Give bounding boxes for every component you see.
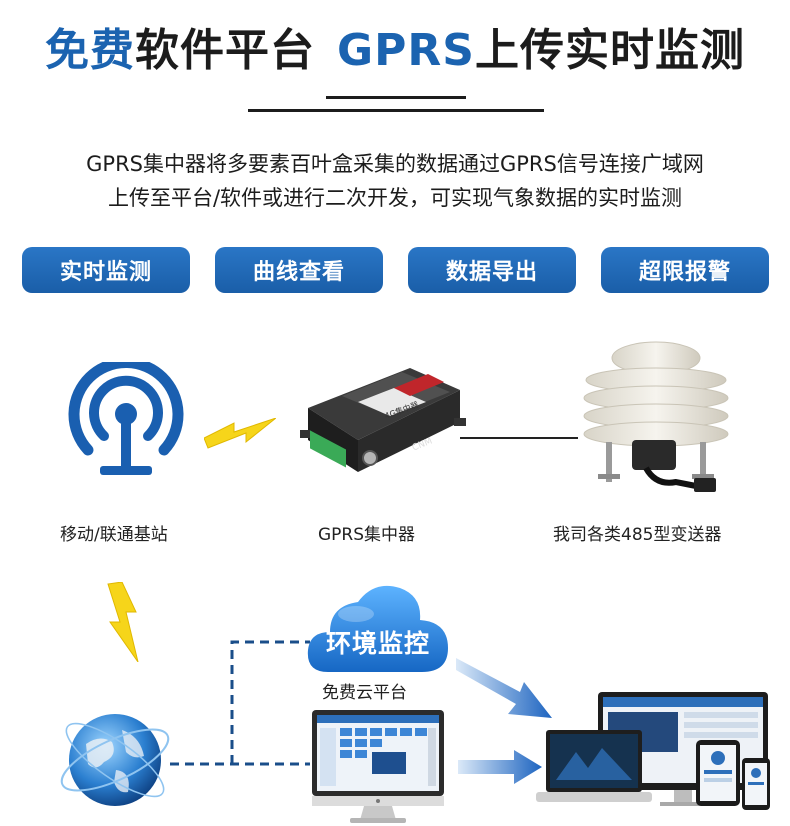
title-divider-long — [248, 109, 544, 112]
cloud-title: 环境监控 — [325, 629, 430, 658]
louver-sensor-box — [583, 341, 729, 492]
title-gprs: GPRS — [337, 25, 475, 76]
title-upload: 上传实时监测 — [474, 25, 745, 76]
title-free: 免费 — [45, 25, 136, 76]
title-platform: 软件平台 — [135, 25, 316, 76]
desktop-monitor — [312, 710, 444, 823]
description-line-2: 上传至平台/软件或进行二次开发，可实现气象数据的实时监测 — [107, 186, 683, 210]
arrow-to-devices-bottom — [458, 750, 542, 784]
feature-realtime-monitor[interactable]: 实时监测 — [22, 247, 190, 293]
sensor-cable — [460, 437, 578, 439]
arrow-to-devices-top — [456, 658, 552, 718]
cloud-subtitle: 免费云平台 — [322, 683, 407, 703]
lightning-icon — [204, 418, 276, 449]
sensor-label: 我司各类485型变送器 — [553, 525, 722, 545]
gprs-concentrator-device — [300, 368, 466, 472]
lightning-icon-vertical — [107, 582, 139, 662]
base-station-icon — [68, 362, 184, 475]
station-label: 移动/联通基站 — [60, 525, 168, 545]
feature-data-export[interactable]: 数据导出 — [408, 247, 576, 293]
feature-curve-view[interactable]: 曲线查看 — [215, 247, 383, 293]
title-divider-short — [326, 96, 466, 99]
feature-alarm[interactable]: 超限报警 — [601, 247, 769, 293]
gprs-label: GPRS集中器 — [318, 525, 416, 545]
globe-icon — [60, 714, 170, 806]
cloud-icon — [307, 585, 448, 672]
description-line-1: GPRS集中器将多要素百叶盒采集的数据通过GPRS信号连接广域网 — [86, 152, 704, 176]
page-title: 免费软件平台 GPRS上传实时监测 — [0, 14, 790, 78]
multi-device-group — [536, 692, 770, 810]
network-dashed-lines — [170, 640, 310, 766]
